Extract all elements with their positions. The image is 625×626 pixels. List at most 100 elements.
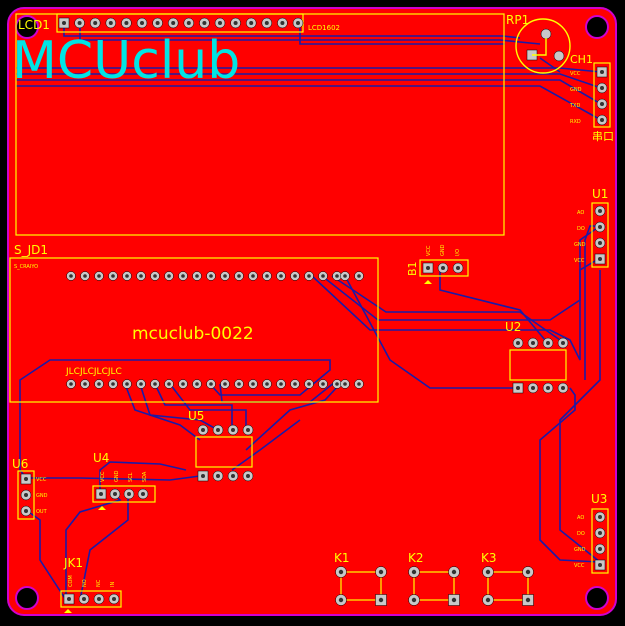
drill-hole [296,21,300,25]
drill-hole [525,597,531,603]
drill-hole [233,21,238,25]
drill-hole [140,21,144,25]
u2-ref: U2 [505,320,521,334]
drill-hole [338,597,344,603]
drill-hole [153,274,157,278]
drill-hole [93,21,98,25]
drill-hole [411,569,417,575]
drill-hole [546,386,550,390]
jk-ref: JK1 [63,556,83,570]
drill-hole [83,382,87,386]
drill-hole [516,386,520,390]
u3-ref: U3 [591,492,607,506]
pot-pad [553,50,565,62]
u4-pin-label: SCL [128,472,134,482]
buzzer-pin-label: I/O [455,249,461,256]
drill-hole [237,274,241,278]
drill-hole [231,428,235,432]
drill-hole [600,70,604,74]
drill-hole [335,274,339,278]
drill-hole [77,21,82,25]
drill-hole [181,274,185,278]
u1-pin-label: GND [574,242,586,248]
drill-hole [201,474,205,478]
u5-ref: U5 [188,409,204,423]
drill-hole [201,428,205,432]
drill-hole [24,477,28,481]
board-title: MCUclub [12,31,240,91]
drill-hole [307,274,311,278]
buzzer-outline [419,259,469,277]
drill-hole [451,597,457,603]
u3-pin-label: VCC [574,563,585,569]
jk-pin-label: COM [68,575,74,587]
u6-pin-label: VCC [36,477,47,483]
key-outline [487,571,529,601]
key-ref: K3 [481,551,497,565]
drill-hole [546,341,550,345]
drill-hole [531,386,535,390]
u4-pin-label: SDA [142,471,148,482]
jk-pin-label: NO [82,579,88,587]
jk-pin-header [63,593,120,605]
push-buttons [335,566,534,606]
drill-hole [82,597,86,601]
u3-pin-label: GND [574,547,586,553]
drill-hole [485,597,491,603]
drill-hole [69,274,73,278]
u4-ref: U4 [93,451,109,465]
u4-pin-label: VCC [100,471,106,482]
lcd-value: LCD1602 [308,24,340,32]
serial-value: 串口 [592,130,614,143]
mcu-top-pin-row [66,271,364,281]
drill-hole [598,547,602,551]
drill-hole [307,382,311,386]
drill-hole [265,382,269,386]
mcu-prefix: S_CRAIYO [14,264,38,270]
drill-hole [378,569,384,575]
drill-hole [125,274,129,278]
drill-hole [97,597,101,601]
drill-hole [237,382,241,386]
drill-hole [600,86,604,90]
drill-hole [343,382,347,386]
traces [16,28,602,601]
jk-outline [60,590,122,608]
drill-hole [293,274,297,278]
drill-hole [24,509,28,513]
u4-pin-label: GND [114,470,120,482]
pot-outline [515,18,571,74]
drill-hole [357,274,361,278]
drill-hole [516,341,520,345]
u4-outline [92,485,156,503]
u1-pin-header [594,205,606,265]
lcd-ref: LCD1 [18,18,50,32]
drill-hole [231,474,235,478]
board-model-label: mcuclub-0022 [132,324,254,344]
u1-outline [591,202,609,268]
jk-pin-label: NC [96,579,102,587]
drill-hole [97,274,101,278]
drill-hole [67,597,71,601]
drill-hole [357,382,361,386]
drill-hole [181,382,185,386]
serial-outline [593,62,611,128]
u3-pin-header [594,511,606,571]
drill-hole [167,382,171,386]
serial-pin-label: TXD [569,103,580,109]
buzzer-pin-header [422,262,464,274]
drill-hole [264,21,269,25]
drill-hole [598,241,602,245]
mcu-bottom-pin-row [66,379,364,389]
key-outline [340,571,382,601]
drill-hole [125,382,129,386]
drill-hole [155,21,160,25]
drill-hole [83,274,87,278]
drill-hole [293,382,297,386]
board-outline [7,7,617,616]
drill-hole [111,274,115,278]
drill-hole [127,492,131,496]
drill-hole [108,21,113,25]
u3-pin-label: AO [577,515,584,521]
